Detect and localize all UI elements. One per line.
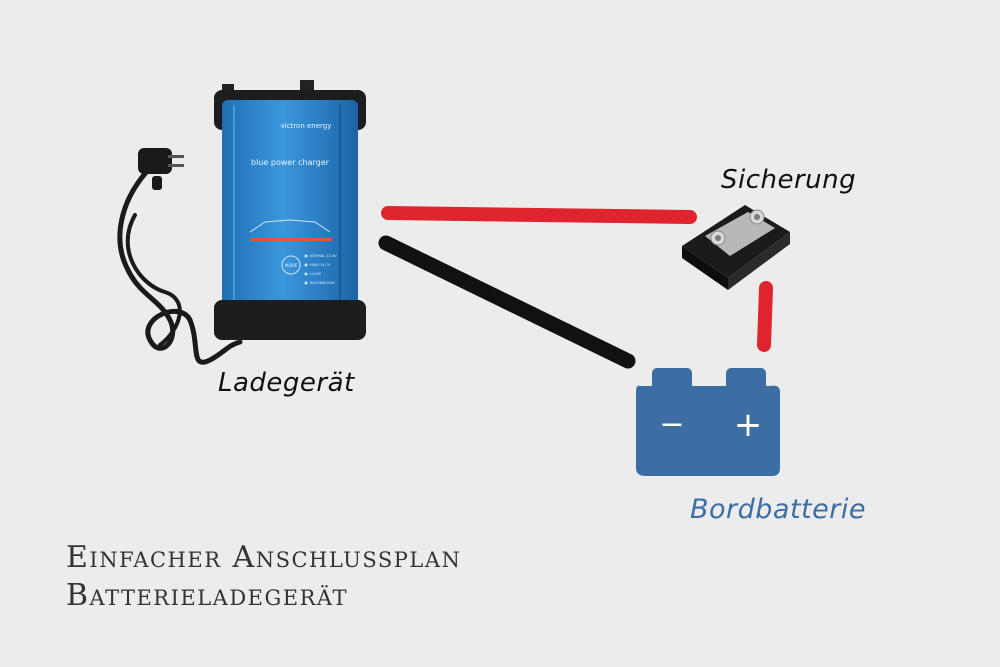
battery-negative-symbol: − — [659, 407, 684, 442]
status-item: HIGH 14.7V — [310, 263, 331, 267]
battery-icon: − + — [636, 368, 780, 476]
charger-icon: victron energy blue power charger MODE N… — [214, 80, 366, 340]
diagram-title-line-1: Einfacher Anschlussplan — [66, 540, 462, 575]
status-item: RECONDITION — [310, 281, 335, 285]
status-item: NORMAL 14.4V — [310, 254, 337, 258]
status-item: Li-ION — [310, 272, 321, 276]
positive-wire-charger-to-fuse — [381, 206, 697, 224]
charger-mode-button: MODE — [285, 263, 298, 268]
power-plug-icon — [117, 148, 243, 365]
battery-label: Bordbatterie — [690, 494, 866, 525]
fuse-label: Sicherung — [721, 165, 856, 195]
fuse-icon — [682, 205, 790, 290]
charger-status-list: NORMAL 14.4V HIGH 14.7V Li-ION RECONDITI… — [304, 254, 337, 285]
positive-wire-fuse-to-battery — [757, 281, 773, 352]
diagram-title-line-2: Batterieladegerät — [66, 578, 348, 613]
charger-model: blue power charger — [251, 158, 330, 167]
charger-brand: victron energy — [281, 122, 332, 130]
charger-label: Ladegerät — [218, 368, 355, 398]
battery-positive-symbol: + — [734, 405, 763, 445]
negative-wire-charger-to-battery — [378, 235, 636, 369]
